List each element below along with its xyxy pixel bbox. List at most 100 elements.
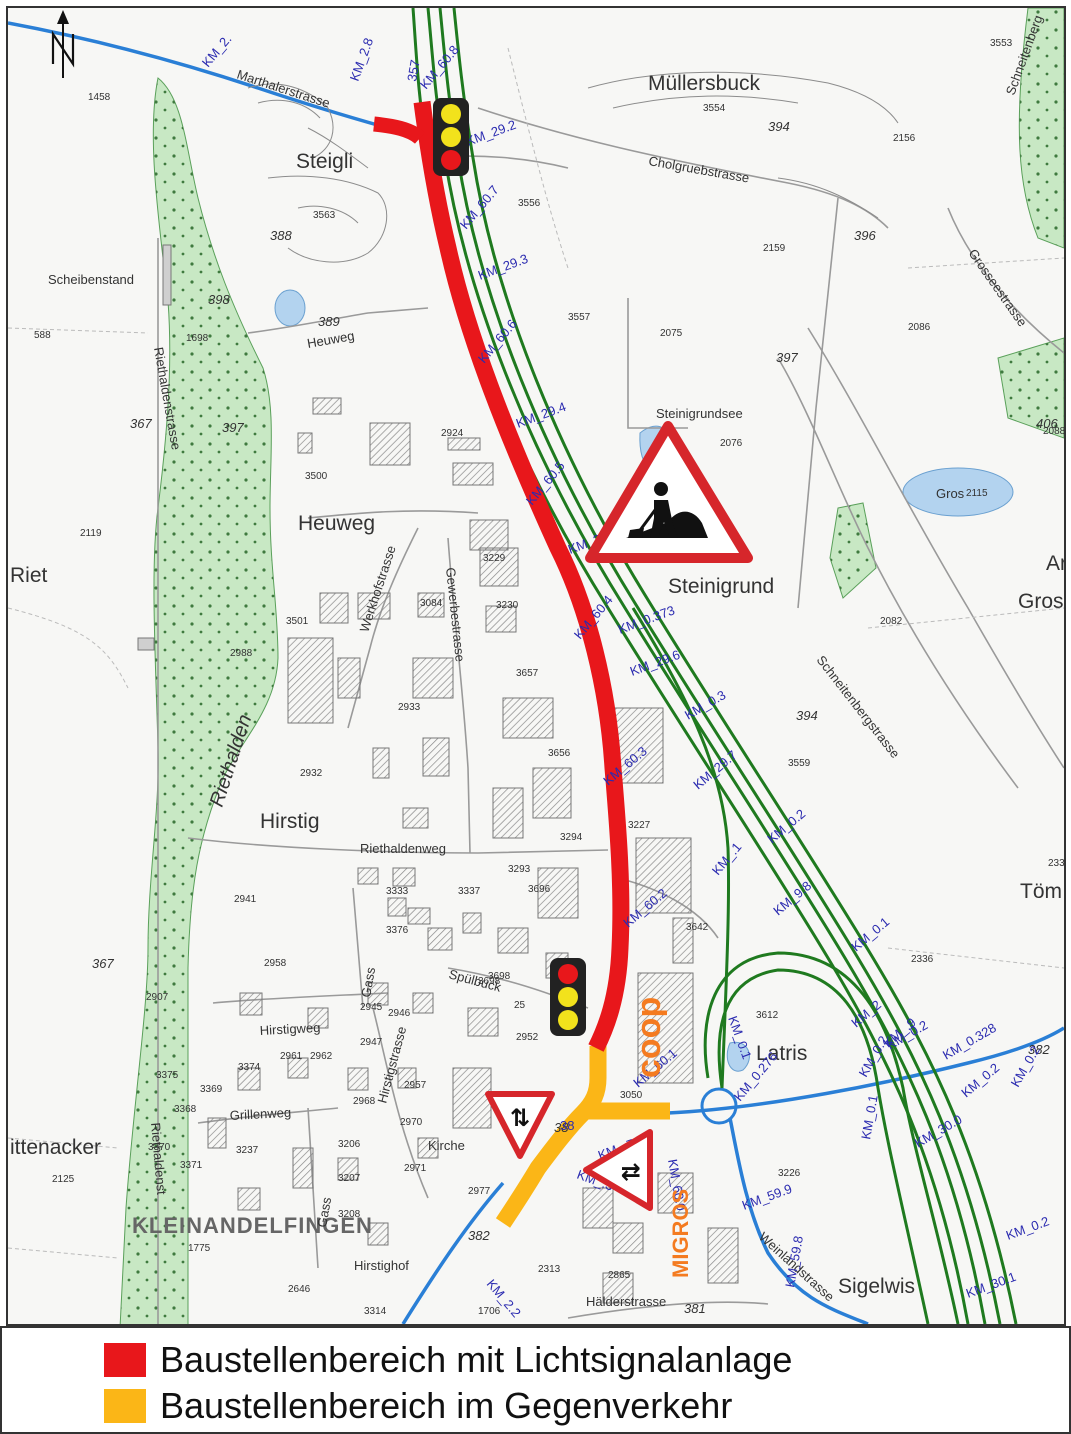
street-label: Riethaldenweg	[360, 841, 446, 856]
parcel-number: 2932	[300, 768, 323, 779]
place-label: Gros	[936, 486, 965, 501]
place-label: Sigelwis	[838, 1275, 915, 1298]
parcel-number: 3237	[236, 1145, 259, 1156]
place-label: Ar	[1046, 552, 1064, 575]
parcel-number: 3696	[528, 884, 551, 895]
place-label: Steigli	[296, 150, 353, 173]
parcel-number: 2971	[404, 1163, 427, 1174]
place-label: Hirstighof	[354, 1258, 409, 1273]
parcel-number: 2933	[398, 702, 421, 713]
parcel-number: 2952	[516, 1032, 539, 1043]
parcel-number: 3698	[488, 971, 511, 982]
parcel-number: 2946	[388, 1008, 411, 1019]
parcel-number: 3368	[174, 1104, 197, 1115]
parcel-number: 3612	[756, 1010, 779, 1021]
place-label: Müllersbuck	[648, 72, 761, 95]
parcel-boundaries	[8, 47, 1064, 1259]
parcel-number: 2125	[52, 1174, 75, 1185]
parcel-number: 2156	[893, 133, 916, 144]
elevation-label: 394	[796, 708, 818, 723]
elevation-label: 398	[208, 292, 230, 307]
elevation-label: 382	[1028, 1042, 1050, 1057]
parcel-number: 2088	[1043, 426, 1064, 437]
parcel-number: 3556	[518, 198, 541, 209]
parcel-number: 3557	[568, 312, 591, 323]
parcel-number: 2970	[400, 1117, 423, 1128]
red-construction-zone	[373, 100, 630, 1052]
parcel-number: 2962	[310, 1051, 333, 1062]
orange-construction-zone	[495, 1046, 670, 1228]
parcel-number: 2924	[441, 428, 464, 439]
place-labels: Müllersbuck Steigli Heuweg Riet Hirstig …	[10, 72, 1064, 1298]
parcel-number: 588	[34, 330, 51, 341]
parcel-number: 1458	[88, 92, 111, 103]
legend-swatch-red	[104, 1343, 146, 1377]
parcel-number: 2945	[360, 1002, 383, 1013]
parcel-number: 3375	[156, 1070, 179, 1081]
parcel-number: 2958	[264, 958, 287, 969]
elevation-label: 38	[554, 1120, 569, 1135]
two-way-glyph: ⇅	[510, 1104, 530, 1132]
place-label: Gass	[314, 1196, 334, 1229]
elevation-label: 389	[318, 314, 340, 329]
parcel-number: 1698	[186, 333, 209, 344]
km-marker-label: 38	[560, 1118, 574, 1133]
place-label: Latris	[756, 1042, 807, 1065]
place-label: Scheibenstand	[48, 272, 134, 287]
elevation-label: 382	[468, 1228, 490, 1243]
parcel-number: 3501	[286, 616, 309, 627]
parcel-number: 3369	[200, 1084, 223, 1095]
parcel-number: 3293	[508, 864, 531, 875]
parcel-number: 3376	[386, 925, 409, 936]
street-label: Grillenweg	[229, 1105, 291, 1123]
parcel-number: 3642	[686, 922, 709, 933]
place-label: Gass	[358, 966, 378, 999]
parcel-number: 3559	[788, 758, 811, 769]
parcel-number: 2977	[468, 1186, 491, 1197]
parcel-number: 2075	[660, 328, 683, 339]
elevation-label: 381	[684, 1301, 706, 1316]
parcel-number: 2941	[234, 894, 257, 905]
north-arrow-icon	[51, 10, 75, 78]
street-label: Hälderstrasse	[586, 1294, 666, 1309]
elevation-label: 397	[222, 420, 244, 435]
parcel-number: 2865	[608, 1270, 631, 1281]
roadworks-warning-sign-icon	[585, 421, 753, 563]
parcel-number: 3207	[338, 1173, 361, 1184]
parcel-number: 3374	[238, 1062, 261, 1073]
parcel-number: 3371	[180, 1160, 203, 1171]
two-way-traffic-sign-icon: ⇅	[583, 1129, 653, 1211]
legend-swatch-orange	[104, 1389, 146, 1423]
elevation-label: 388	[270, 228, 292, 243]
map-canvas: Müllersbuck Steigli Heuweg Riet Hirstig …	[8, 8, 1064, 1324]
place-label: Steinigrund	[668, 575, 774, 598]
parcel-number: 2115	[966, 488, 988, 499]
forest-areas	[119, 8, 1064, 1324]
parcel-number: 3314	[364, 1306, 387, 1317]
elevation-label: 396	[854, 228, 876, 243]
parcel-number: 2961	[280, 1051, 303, 1062]
elevation-label: 367	[92, 956, 114, 971]
parcel-number: 2988	[230, 648, 253, 659]
contour-lines	[247, 71, 899, 263]
place-label: Steinigrundsee	[656, 406, 743, 421]
parcel-number: 2313	[538, 1264, 561, 1275]
parcel-number: 3563	[313, 210, 336, 221]
parcel-number: 25	[514, 1000, 526, 1011]
parcel-number: 3084	[420, 598, 443, 609]
place-label: Heuweg	[298, 512, 375, 535]
parcel-number: 3229	[483, 553, 506, 564]
street-label: Riethaldenst	[148, 1122, 169, 1196]
legend-item-red: Baustellenbereich mit Lichtsignalanlage	[104, 1339, 792, 1380]
parcel-number: 3656	[548, 748, 571, 759]
minor-roads	[157, 107, 1064, 1324]
street-label: Hirstigweg	[259, 1020, 320, 1038]
place-label: ittenacker	[10, 1136, 101, 1159]
parcel-number: 3500	[305, 471, 328, 482]
parcel-number: 3553	[990, 38, 1013, 49]
place-label: Hirstig	[260, 810, 320, 833]
parcel-number: 3554	[703, 103, 726, 114]
parcel-number: 3208	[338, 1209, 361, 1220]
parcel-number: 3226	[778, 1168, 801, 1179]
